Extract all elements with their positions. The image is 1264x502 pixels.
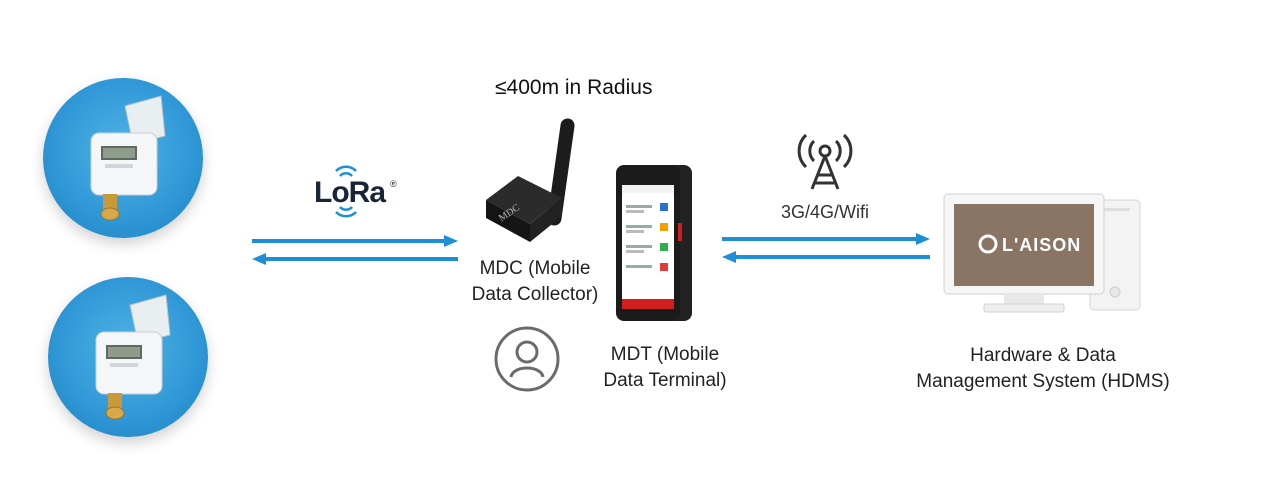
water-meter-2 bbox=[48, 277, 208, 437]
computer-icon bbox=[943, 193, 1141, 313]
signal-tower-icon bbox=[797, 133, 853, 190]
hdms-label: Hardware & Data Management System (HDMS) bbox=[893, 343, 1193, 395]
hdms-computer: L'AISON bbox=[940, 190, 1145, 320]
water-meter-icon bbox=[90, 95, 166, 221]
hdms-label-line1: Hardware & Data bbox=[970, 345, 1116, 366]
arrow-right-icon bbox=[252, 235, 458, 247]
water-meter-icon bbox=[95, 294, 171, 420]
mdc-label: MDC (Mobile Data Collector) bbox=[455, 256, 615, 308]
mdc-label-line2: Data Collector) bbox=[471, 284, 599, 305]
lora-logo: LoRa ® bbox=[310, 165, 410, 220]
radius-label: ≤400m in Radius bbox=[495, 76, 653, 99]
mdc-device: MDC bbox=[486, 118, 575, 242]
user-icon bbox=[494, 326, 560, 392]
lora-text: LoRa bbox=[314, 176, 386, 209]
mdc-label-line1: MDC (Mobile bbox=[479, 258, 591, 279]
network-arrows bbox=[722, 233, 930, 263]
network-label: 3G/4G/Wifi bbox=[780, 202, 869, 222]
hdms-label-line2: Management System (HDMS) bbox=[916, 371, 1170, 392]
lora-registered-mark: ® bbox=[390, 179, 397, 189]
mdt-device bbox=[612, 163, 694, 323]
mdt-label-line1: MDT (Mobile bbox=[610, 344, 720, 365]
arrow-right-icon bbox=[722, 233, 930, 245]
mdt-handheld-icon bbox=[616, 165, 692, 321]
hdms-brand: L'AISON bbox=[1002, 235, 1082, 255]
lora-arrows bbox=[252, 235, 458, 265]
arrow-left-icon bbox=[722, 251, 930, 263]
lora-signal-icon bbox=[335, 165, 357, 218]
arrow-left-icon bbox=[252, 253, 458, 265]
mdt-label-line2: Data Terminal) bbox=[603, 370, 727, 391]
mdt-label: MDT (Mobile Data Terminal) bbox=[585, 342, 745, 394]
water-meter-1 bbox=[43, 78, 203, 238]
